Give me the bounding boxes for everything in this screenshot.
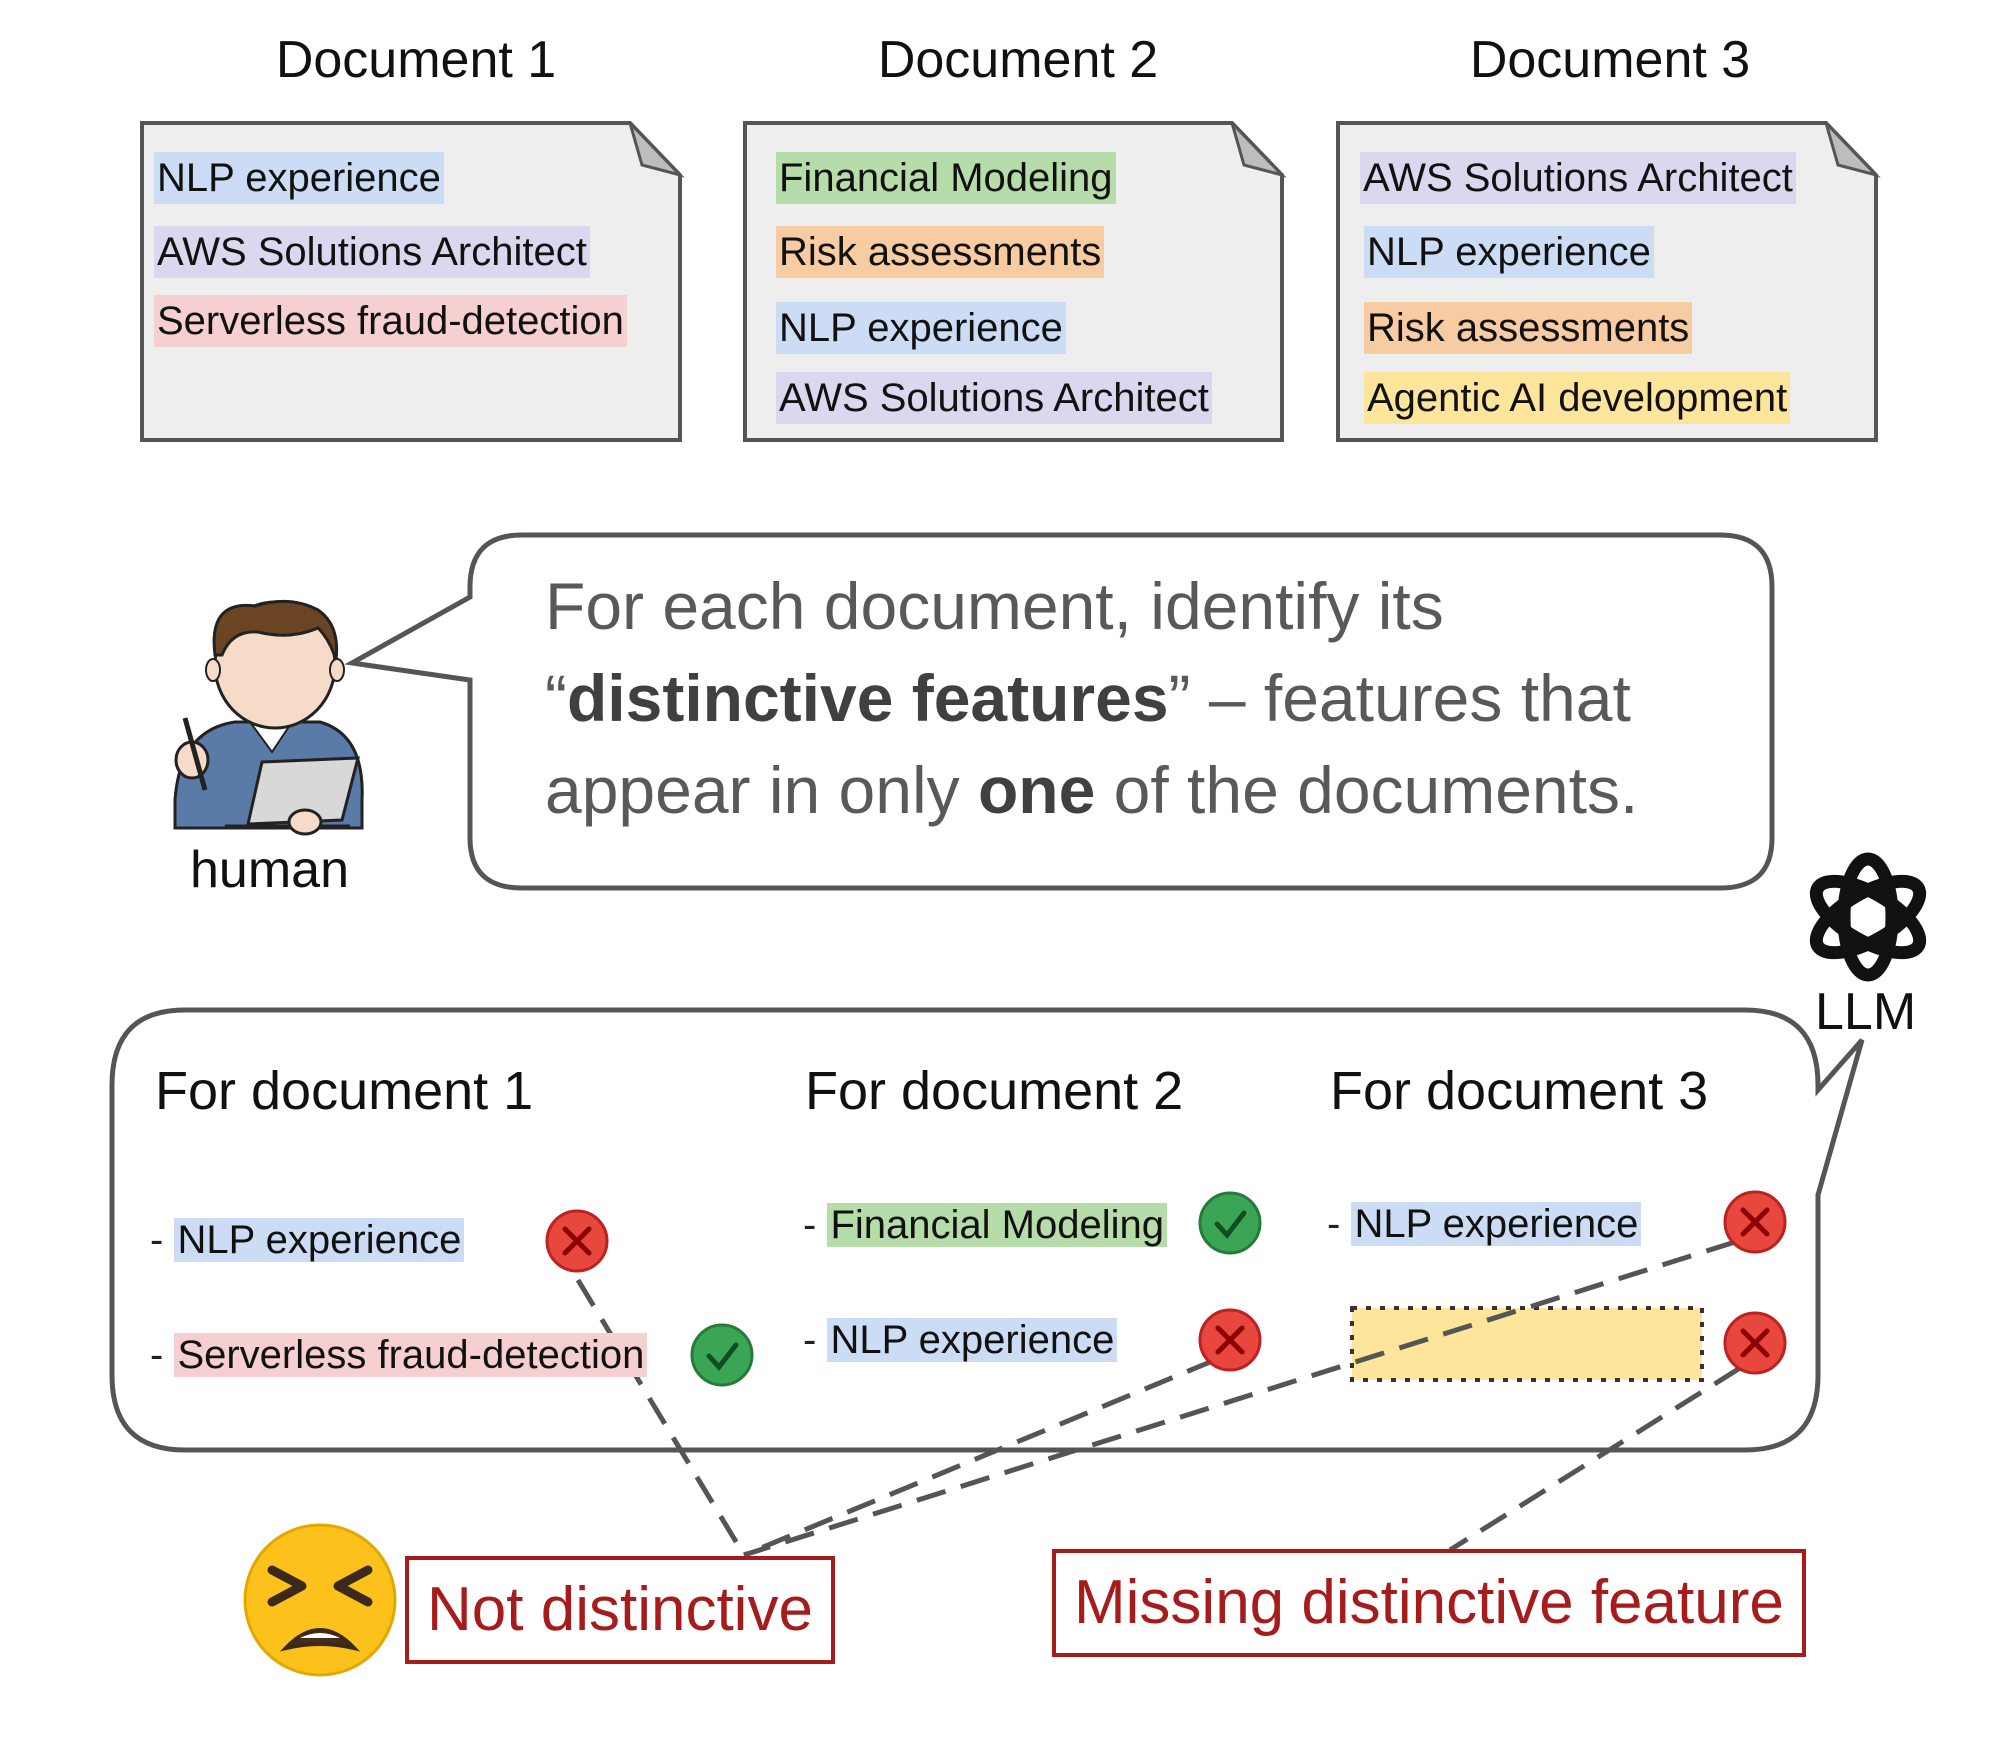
llm-doc3-item-nlp: - NLP experience xyxy=(1327,1196,1642,1252)
connector-lines xyxy=(575,1239,1742,1558)
llm-heading-doc1: For document 1 xyxy=(155,1061,534,1121)
not-distinctive-callout: Not distinctive xyxy=(405,1556,835,1664)
doc2-feature-nlp: NLP experience xyxy=(776,302,1066,354)
doc2-feature-financial: Financial Modeling xyxy=(776,152,1116,204)
wrong-mark-icon xyxy=(1723,1311,1787,1375)
doc2-feature-aws: AWS Solutions Architect xyxy=(776,372,1212,424)
doc1-feature-aws: AWS Solutions Architect xyxy=(154,226,590,278)
doc3-feature-aws: AWS Solutions Architect xyxy=(1360,152,1796,204)
document-2-title: Document 2 xyxy=(877,31,1159,89)
llm-doc1-item-serverless: - Serverless fraud-detection xyxy=(150,1327,648,1383)
missing-feature-callout: Missing distinctive feature xyxy=(1052,1549,1806,1657)
human-prompt-text: For each document, identify its “distinc… xyxy=(545,569,1639,827)
document-1-title: Document 1 xyxy=(275,31,557,89)
llm-doc2-item-financial: - Financial Modeling xyxy=(803,1197,1167,1253)
correct-mark-icon xyxy=(690,1323,754,1387)
human-icon xyxy=(173,599,364,836)
llm-doc1-item-nlp: - NLP experience xyxy=(150,1212,465,1268)
wrong-mark-icon xyxy=(1723,1190,1787,1254)
wrong-mark-icon xyxy=(545,1209,609,1273)
llm-heading-doc2: For document 2 xyxy=(805,1061,1184,1121)
human-speech-bubble xyxy=(344,532,1775,891)
llm-heading-doc3: For document 3 xyxy=(1330,1061,1709,1121)
human-label: human xyxy=(190,841,349,899)
llm-doc2-item-nlp: - NLP experience xyxy=(803,1312,1118,1368)
tired-face-emoji-icon xyxy=(243,1523,397,1677)
doc2-feature-risk: Risk assessments xyxy=(776,226,1105,278)
doc3-feature-risk: Risk assessments xyxy=(1364,302,1693,354)
llm-logo-icon xyxy=(1809,852,1927,982)
wrong-mark-icon xyxy=(1198,1308,1262,1372)
doc3-feature-nlp: NLP experience xyxy=(1364,226,1654,278)
llm-label: LLM xyxy=(1815,983,1917,1041)
correct-mark-icon xyxy=(1198,1191,1262,1255)
document-3-title: Document 3 xyxy=(1469,31,1751,89)
doc3-feature-agentic: Agentic AI development xyxy=(1364,372,1791,424)
doc1-feature-nlp: NLP experience xyxy=(154,152,444,204)
doc1-feature-serverless: Serverless fraud-detection xyxy=(154,295,627,347)
